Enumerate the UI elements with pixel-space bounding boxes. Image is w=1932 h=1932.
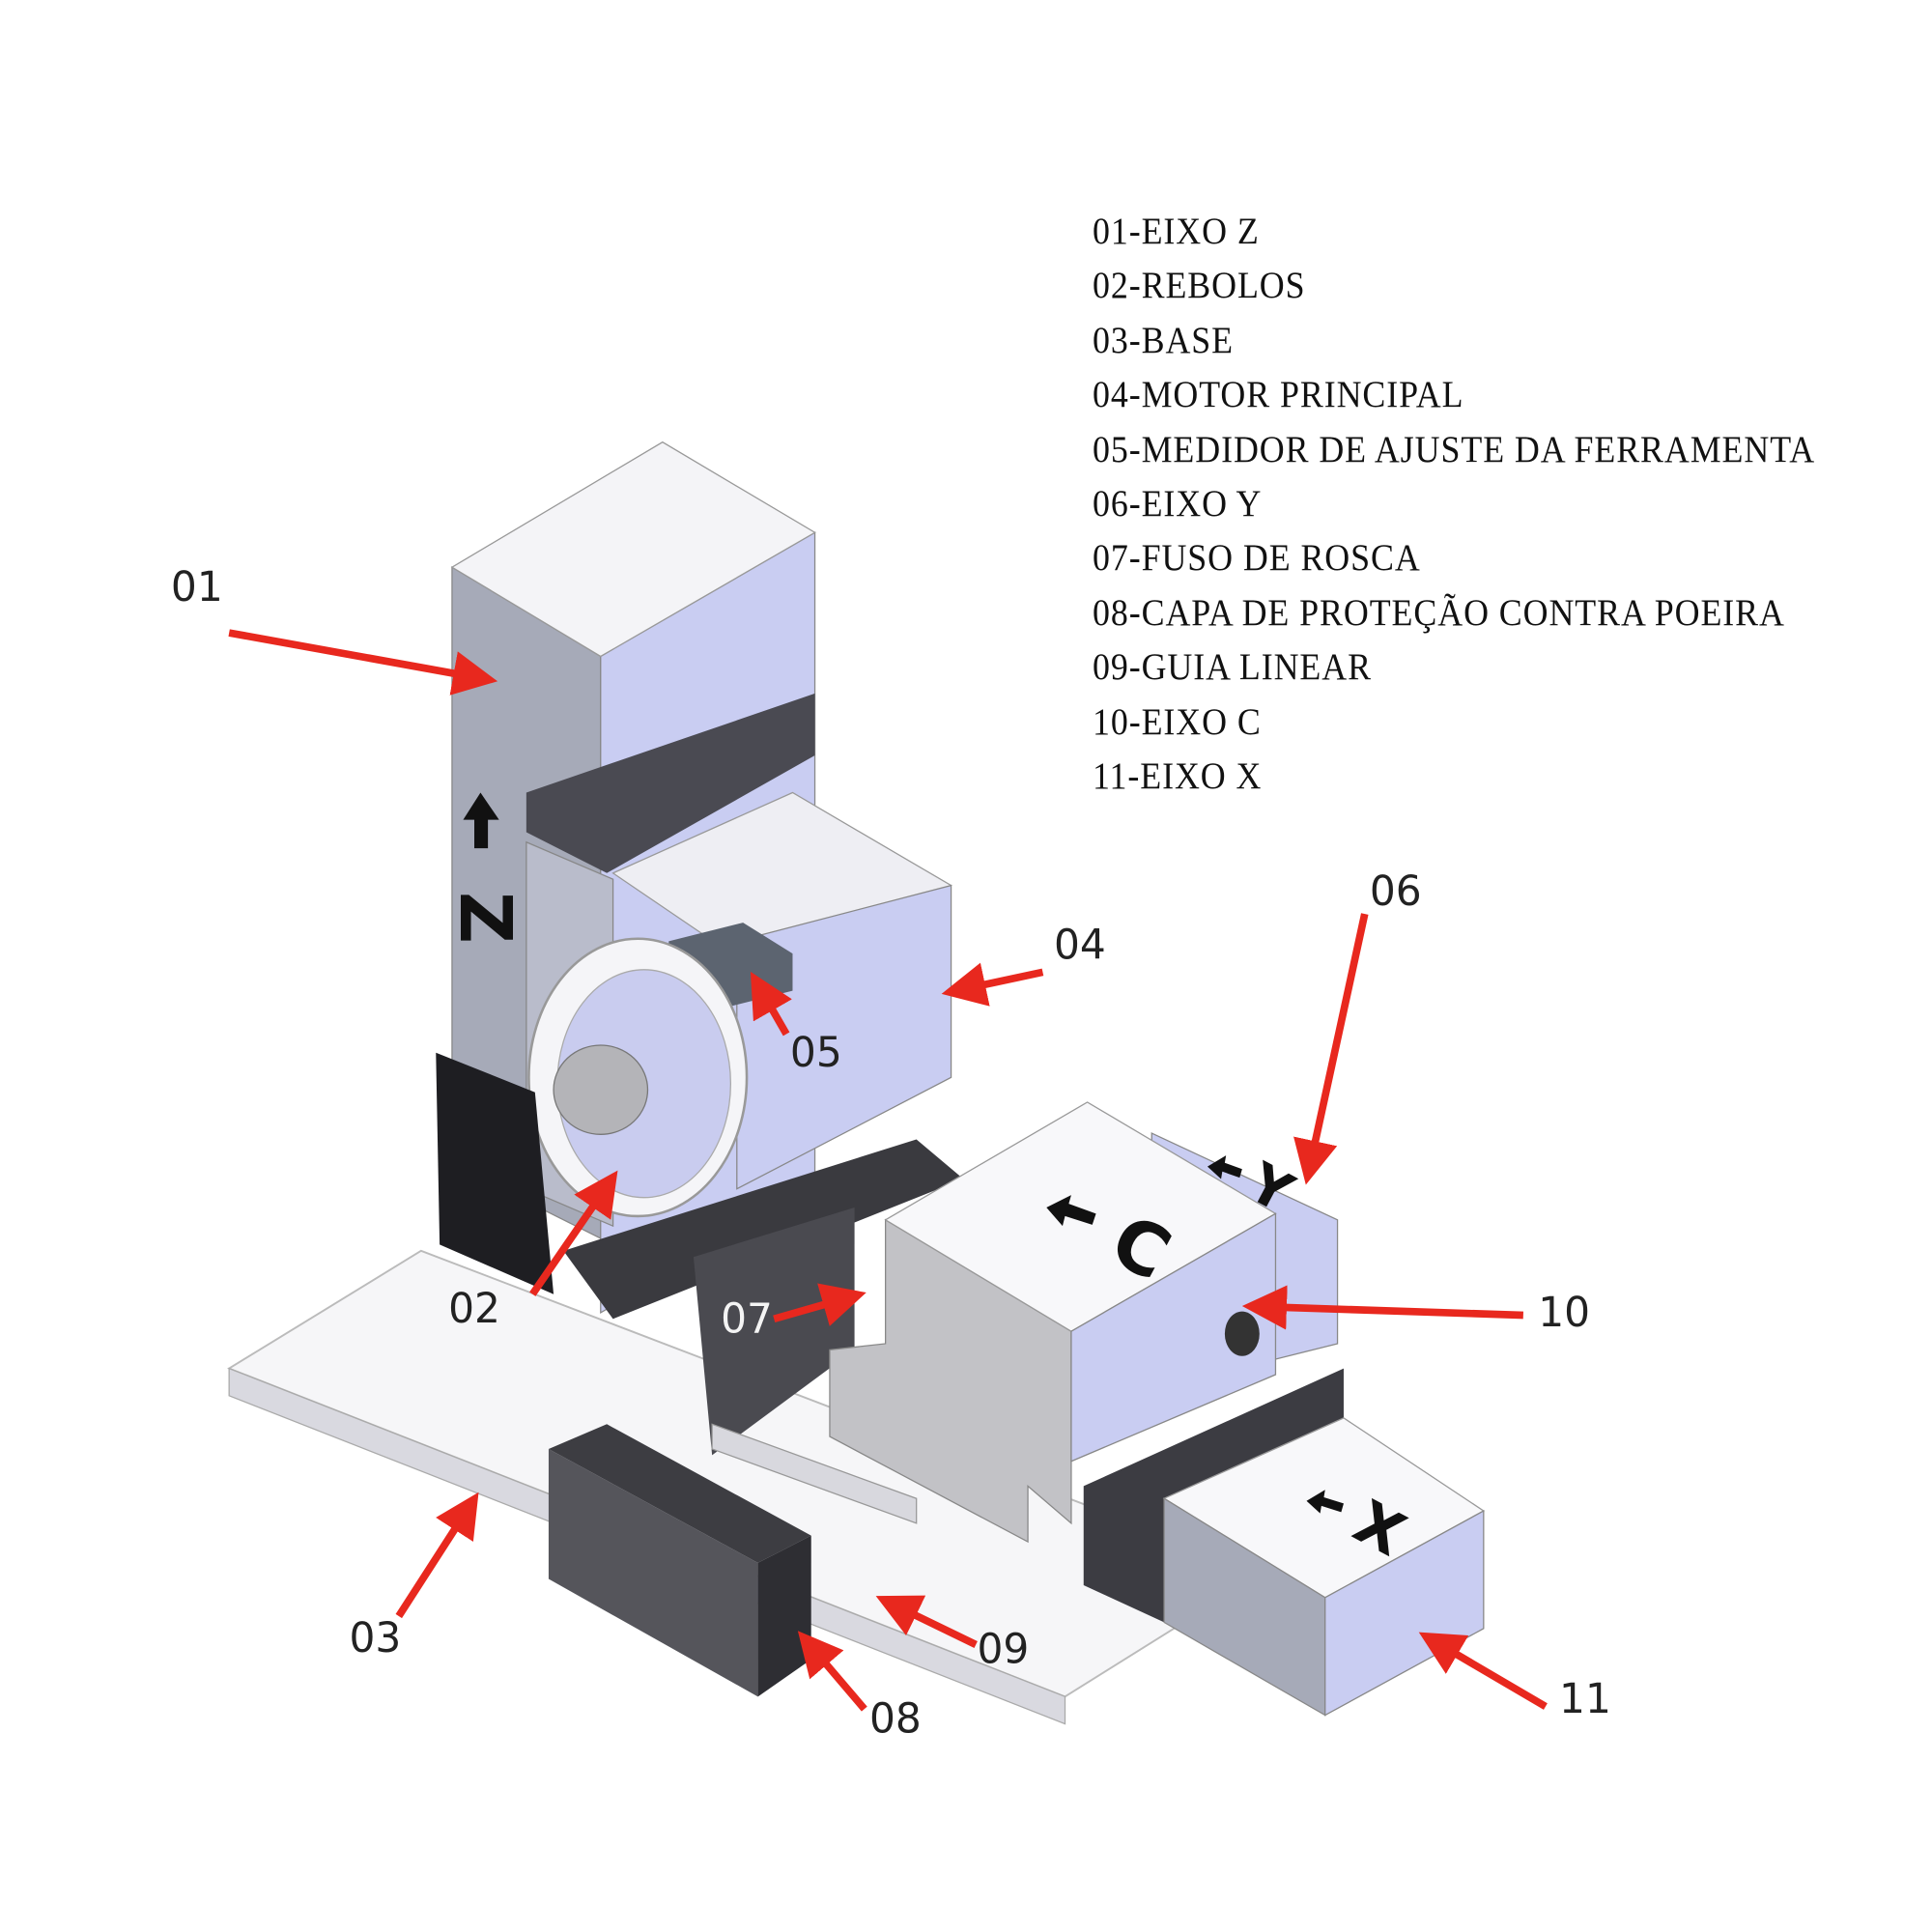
x-box-right — [1324, 1509, 1485, 1717]
legend-item: 04-MOTOR PRINCIPAL — [1093, 374, 1464, 416]
callout-10: 10 — [1538, 1289, 1590, 1336]
legend-item: 02-REBOLOS — [1093, 265, 1306, 307]
callout-05: 05 — [790, 1029, 842, 1076]
callout-06: 06 — [1370, 867, 1422, 915]
z-arrow-icon — [463, 792, 499, 849]
z-motor-top — [450, 440, 816, 658]
legend-item: 08-CAPA DE PROTEÇÃO CONTRA POEIRA — [1093, 591, 1785, 634]
c-axis-right — [1070, 1212, 1277, 1463]
callout-arrow-06 — [1293, 913, 1369, 1185]
machine-illustration: Z C Y X 01 02 03 04 05 06 07 08 09 10 11 — [171, 440, 1611, 1743]
legend-item: 09-GUIA LINEAR — [1093, 646, 1372, 689]
callout-arrow-08 — [797, 1631, 867, 1712]
callout-arrow-09 — [875, 1595, 978, 1648]
callout-02: 02 — [448, 1285, 500, 1332]
callout-arrow-05 — [750, 971, 792, 1037]
wheel-hub — [553, 1044, 649, 1135]
y-arrow-icon — [1207, 1155, 1242, 1179]
rear-bellows — [693, 1207, 855, 1456]
legend-item: 06-EIXO Y — [1093, 482, 1263, 525]
front-bellows-end — [757, 1535, 811, 1697]
callout-arrow-03 — [395, 1492, 479, 1619]
black-plate — [436, 1052, 554, 1294]
dark-bracket — [563, 1139, 964, 1320]
x-bellows — [1083, 1368, 1344, 1623]
c-axis-hole — [1224, 1311, 1260, 1356]
callout-arrow-01 — [228, 629, 498, 696]
callout-03: 03 — [350, 1614, 402, 1662]
axis-mark-z: Z — [443, 892, 527, 944]
callout-01: 01 — [171, 563, 223, 611]
callout-arrow-02 — [529, 1170, 618, 1296]
legend-item: 11-EIXO X — [1093, 754, 1263, 797]
z-dark-band — [526, 693, 815, 873]
legend-item: 01-EIXO Z — [1093, 211, 1260, 252]
c-arrow-icon — [1046, 1195, 1096, 1227]
front-bellows — [548, 1448, 758, 1697]
callout-08: 08 — [869, 1695, 922, 1743]
callout-11: 11 — [1559, 1675, 1611, 1722]
legend-item: 03-BASE — [1093, 319, 1234, 361]
callout-07: 07 — [721, 1294, 773, 1342]
callout-arrow-07 — [773, 1283, 867, 1326]
callout-arrow-11 — [1418, 1632, 1548, 1710]
callout-04: 04 — [1054, 921, 1106, 968]
front-bellows-top — [548, 1424, 811, 1563]
callout-arrow-04 — [941, 962, 1044, 1007]
legend-item: 07-FUSO DE ROSCA — [1093, 537, 1421, 580]
callout-09: 09 — [977, 1626, 1029, 1673]
legend-item: 10-EIXO C — [1093, 700, 1262, 743]
legend-item: 05-MEDIDOR DE AJUSTE DA FERRAMENTA — [1093, 428, 1816, 470]
linear-guide — [711, 1423, 918, 1524]
parts-legend: 01-EIXO Z 02-REBOLOS 03-BASE 04-MOTOR PR… — [1093, 205, 1878, 804]
c-axis-plate — [829, 1218, 1072, 1544]
callout-arrow-10 — [1241, 1285, 1523, 1330]
x-arrow-icon — [1306, 1490, 1344, 1514]
